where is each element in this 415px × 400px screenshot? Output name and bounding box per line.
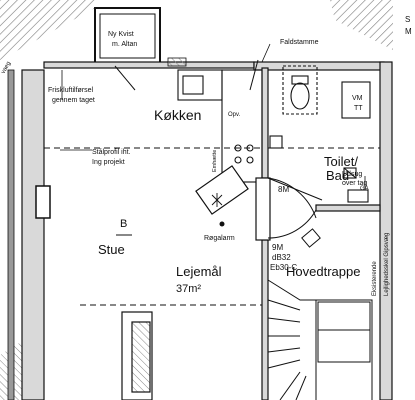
vent-grille [167,57,187,67]
udsug-label-1: Udsug [342,171,362,178]
labels: Ny Kvist m. Altan Faldstamme Friskluftil… [1,15,412,296]
steel-column [255,177,271,241]
ny-kvist-label-1: Ny Kvist [108,31,134,38]
chimney [35,185,51,219]
asterisk-icon [211,193,223,207]
skylights [121,311,153,400]
9m-label: 9M [272,243,283,252]
b-label: B [120,218,127,230]
staalprofil-label-1: Stålprofil iht. [92,148,131,156]
main-staircase [267,279,373,400]
roof-hatch-left [0,0,95,60]
eb30c-label: Eb30-C [270,263,297,272]
stue-label: Stue [98,242,125,257]
kokken-label: Køkken [154,107,201,123]
leader-lines [60,43,366,190]
friskluft-label-1: Friskluftilførsel [48,87,94,94]
roof-hatch-right [330,0,393,50]
friskluft-label-2: gennem taget [52,97,95,104]
lejemaal-label: Lejemål [176,264,222,279]
ny-kvist-label-2: m. Altan [112,41,137,48]
door-swings [114,59,323,248]
kitchen-counter [177,69,263,183]
roegalarm-label: Røgalarm [204,235,235,242]
faldstamme-label: Faldstamme [280,39,319,46]
hovedtrappe-label: Hovedtrappe [286,264,360,279]
bathroom-fixtures [269,65,371,203]
toilet-label-1: Toilet/ [324,154,358,169]
steel-strip [7,69,15,400]
smoke-alarm-icon [219,221,225,227]
fridge [195,165,249,215]
vm-label: VM [352,95,363,102]
eksisterende-label-2: Lejlighedsskel Gipsvæg [384,233,390,296]
emhaette-label: Emhætte [212,150,218,172]
walls [21,61,393,400]
opv-label: Opv. [228,112,241,118]
eksisterende-label-1: Eksisterende [372,261,378,296]
staalprofil-label-2: Ing projekt [92,159,125,166]
edge-vaeg-label: vaeg [1,61,13,75]
area-label: 37m² [176,283,201,295]
db32-label: dB32 [272,253,291,262]
tt-label: TT [354,105,363,112]
corner-s-label: S [405,15,410,24]
toilet-label-2: Bad [326,168,349,183]
udsug-label-2: over tag [342,180,367,187]
corner-m-label: M [405,27,412,36]
ga-label: GA [360,186,369,192]
8m-label: 8M [278,185,289,194]
